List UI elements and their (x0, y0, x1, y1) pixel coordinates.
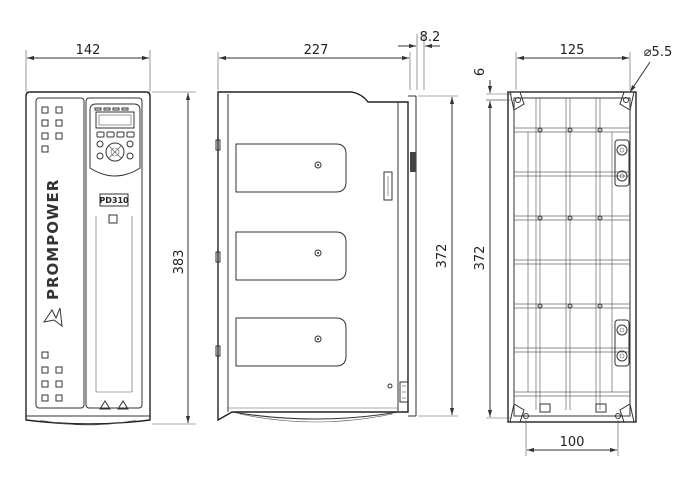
back-hole-label: ⌀5.5 (644, 45, 673, 60)
mount-hole-bottom-right (615, 413, 621, 419)
mount-hole-bottom-left (523, 413, 529, 419)
keypad-dial-icon (105, 142, 125, 162)
back-top-offset-label: 6 (473, 68, 488, 76)
front-view: 142 PROMPOWER (25, 43, 196, 426)
mount-lug-bottom-left (509, 403, 525, 423)
back-rib-grid (514, 98, 630, 410)
keypad-buttons (96, 131, 135, 162)
warning-icon (99, 400, 111, 410)
mount-lug-top-left (509, 91, 525, 111)
side-housing (217, 91, 409, 422)
mount-lug-bottom-right (619, 403, 635, 423)
front-right-panel (85, 97, 143, 409)
side-height-label: 372 (435, 244, 450, 269)
back-housing (507, 91, 637, 423)
back-view: 125 ⌀5.5 6 (473, 43, 672, 456)
keypad-display (95, 111, 135, 129)
side-vent-cover-2 (235, 231, 347, 281)
side-vent-cover-3 (235, 317, 347, 367)
led-indicators-top (41, 106, 63, 153)
side-depth-label: 227 (304, 43, 329, 58)
front-width-label: 142 (76, 43, 101, 58)
back-width-label: 125 (560, 43, 585, 58)
front-height-label: 383 (172, 250, 187, 275)
front-left-panel (35, 97, 85, 409)
model-plate (99, 193, 129, 207)
mount-hole-top-right (623, 97, 629, 103)
led-indicators-bottom (41, 351, 63, 402)
front-housing (25, 91, 151, 425)
side-vent-cover-1 (235, 143, 347, 193)
model-label: PD310 (99, 196, 129, 205)
side-label-sticker (383, 171, 393, 201)
back-bottom-label: 100 (560, 435, 585, 450)
keypad-outline (89, 103, 141, 177)
mount-lug-top-right (619, 91, 635, 111)
side-connector-top (410, 152, 416, 172)
front-indicator-square (108, 214, 118, 224)
side-connector-bottom (399, 381, 409, 403)
side-offset-label: 8.2 (420, 30, 441, 45)
brand-label: PROMPOWER (44, 179, 62, 300)
mount-hole-top-left (515, 97, 521, 103)
brand-logo-icon (42, 307, 63, 328)
side-view: 227 8.2 (215, 30, 458, 423)
back-mount-bosses (614, 139, 630, 367)
warning-icon-electric (117, 400, 129, 410)
back-height-label: 372 (473, 246, 488, 271)
keypad (89, 103, 141, 177)
